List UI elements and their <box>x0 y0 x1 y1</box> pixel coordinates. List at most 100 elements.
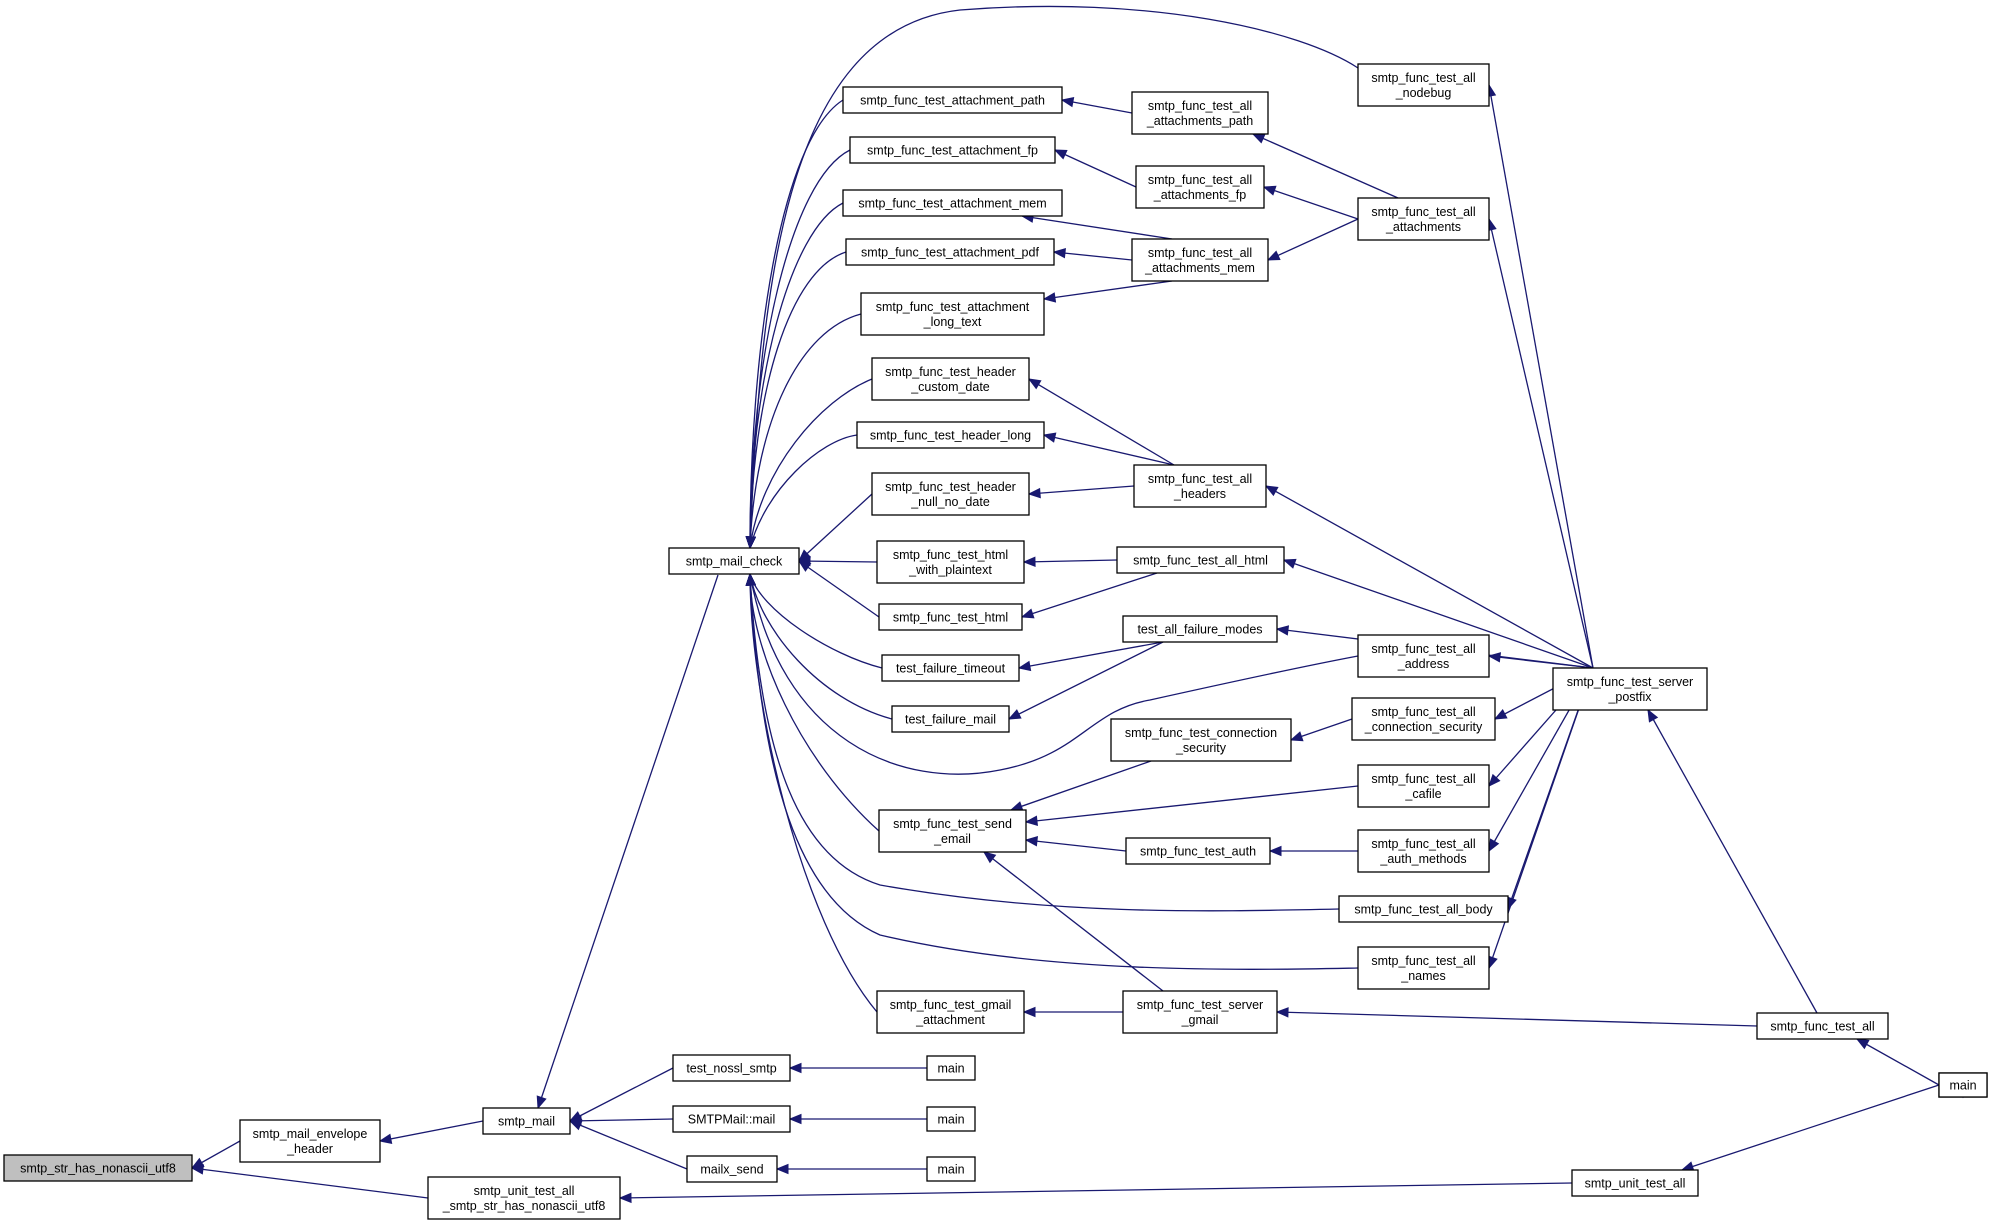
node-box <box>427 1176 621 1220</box>
node-gmail-att[interactable]: smtp_func_test_gmail_attachment <box>876 990 1025 1034</box>
node-send-email[interactable]: smtp_func_test_send_email <box>878 809 1027 853</box>
node-conn-sec[interactable]: smtp_func_test_connection_security <box>1110 718 1292 762</box>
edge-all_html-srv_postfix <box>1282 558 1594 669</box>
edge-line <box>798 560 880 618</box>
node-all-address[interactable]: smtp_func_test_all_address <box>1357 634 1490 678</box>
node-box <box>1357 634 1490 678</box>
node-att-long[interactable]: smtp_func_test_attachment_long_text <box>860 292 1045 336</box>
edge-check-send_email <box>745 572 880 832</box>
node-all-nodebug[interactable]: smtp_func_test_all_nodebug <box>1357 63 1490 107</box>
node-label: SMTPMail::mail <box>688 1113 776 1127</box>
edge-line <box>191 1167 429 1199</box>
node-label: _cafile <box>1404 787 1441 801</box>
node-att-mem[interactable]: smtp_func_test_attachment_mem <box>842 189 1063 217</box>
node-all-html[interactable]: smtp_func_test_all_html <box>1116 546 1285 574</box>
node-fail-timeout[interactable]: test_failure_timeout <box>881 654 1020 682</box>
node-mailx[interactable]: mailx_send <box>686 1155 778 1183</box>
node-all-att-mem[interactable]: smtp_func_test_all_attachments_mem <box>1131 238 1269 282</box>
node-box <box>482 1107 571 1135</box>
node-label: _attachments_fp <box>1153 188 1246 202</box>
edge-line <box>1054 149 1137 188</box>
node-box <box>876 540 1025 584</box>
node-unit-has[interactable]: smtp_unit_test_all_smtp_str_has_nonascii… <box>427 1176 621 1220</box>
node-check[interactable]: smtp_mail_check <box>668 547 800 575</box>
node-all-cafile[interactable]: smtp_func_test_all_cafile <box>1357 764 1490 808</box>
edge-line <box>749 573 1340 912</box>
edge-line <box>1856 1038 1940 1086</box>
node-auth[interactable]: smtp_func_test_auth <box>1125 837 1271 865</box>
node-label: _email <box>933 832 971 846</box>
node-main3[interactable]: main <box>926 1156 976 1182</box>
node-hdr-null[interactable]: smtp_func_test_header_null_no_date <box>871 472 1030 516</box>
node-box <box>860 292 1045 336</box>
node-all-auth[interactable]: smtp_func_test_all_auth_methods <box>1357 829 1490 873</box>
edge-arrowhead <box>568 1120 583 1131</box>
node-hdr-custom[interactable]: smtp_func_test_header_custom_date <box>871 357 1030 401</box>
node-all-att-fp[interactable]: smtp_func_test_all_attachments_fp <box>1135 165 1265 209</box>
node-label: smtp_func_test_attachment_fp <box>867 144 1038 158</box>
node-label: main <box>937 1062 964 1076</box>
edge-line <box>749 99 844 549</box>
edge-func_all-main4 <box>1855 1038 1940 1086</box>
node-all-body[interactable]: smtp_func_test_all_body <box>1338 895 1509 923</box>
node-label: smtp_mail_envelope <box>253 1127 368 1141</box>
node-label: smtp_func_test_attachment_pdf <box>861 246 1039 260</box>
node-label: _attachments_path <box>1146 114 1253 128</box>
node-label: test_failure_mail <box>905 713 996 727</box>
node-main1[interactable]: main <box>926 1055 976 1081</box>
node-root[interactable]: smtp_str_has_nonascii_utf8 <box>3 1154 193 1182</box>
edge-arrowhead <box>1022 1006 1036 1018</box>
node-all-names[interactable]: smtp_func_test_all_names <box>1357 946 1490 990</box>
node-box <box>1938 1072 1988 1098</box>
edge-srv_gmail-func_all <box>1275 1007 1758 1027</box>
node-all-conn-sec[interactable]: smtp_func_test_all_connection_security <box>1351 697 1496 741</box>
edge-line <box>1053 251 1133 261</box>
edge-all_atts-srv_postfix <box>1486 217 1594 669</box>
edge-arrowhead <box>1487 652 1502 663</box>
node-all-att-path[interactable]: smtp_func_test_all_attachments_path <box>1131 91 1269 135</box>
edge-hdr_long-all_headers <box>1042 432 1175 466</box>
node-box <box>842 189 1063 217</box>
edge-root-env <box>190 1140 241 1169</box>
node-label: smtp_func_test_header <box>885 480 1016 494</box>
node-main5[interactable]: main <box>1938 1072 1988 1098</box>
node-label: main <box>937 1113 964 1127</box>
node-all-headers[interactable]: smtp_func_test_all_headers <box>1133 464 1267 508</box>
node-box <box>1131 238 1269 282</box>
node-nossl[interactable]: test_nossl_smtp <box>672 1054 791 1082</box>
edge-all_headers-srv_postfix <box>1264 485 1594 669</box>
edge-line <box>749 378 873 549</box>
node-att-pdf[interactable]: smtp_func_test_attachment_pdf <box>845 238 1055 266</box>
node-srv-postfix[interactable]: smtp_func_test_server_postfix <box>1552 667 1708 711</box>
node-box <box>878 809 1027 853</box>
node-html[interactable]: smtp_func_test_html <box>878 603 1023 631</box>
node-srv-gmail[interactable]: smtp_func_test_server_gmail <box>1122 990 1278 1034</box>
node-all-fail[interactable]: test_all_failure_modes <box>1122 615 1278 643</box>
edge-arrowhead <box>1855 1038 1870 1050</box>
node-main2[interactable]: main <box>926 1106 976 1132</box>
node-html-plain[interactable]: smtp_func_test_html_with_plaintext <box>876 540 1025 584</box>
node-hdr-long[interactable]: smtp_func_test_header_long <box>856 421 1045 449</box>
node-label: smtp_func_test_all <box>1371 205 1475 219</box>
node-att-fp[interactable]: smtp_func_test_attachment_fp <box>849 136 1056 164</box>
node-env[interactable]: smtp_mail_envelope_header <box>239 1119 381 1163</box>
node-unit-all[interactable]: smtp_unit_test_all <box>1571 1169 1699 1197</box>
edge-env-mail <box>378 1120 484 1144</box>
node-box <box>239 1119 381 1163</box>
node-att-path[interactable]: smtp_func_test_attachment_path <box>842 86 1063 114</box>
node-label: smtp_func_test_all <box>1148 173 1252 187</box>
edge-line <box>749 251 847 549</box>
node-smtpmail[interactable]: SMTPMail::mail <box>672 1105 791 1133</box>
edge-line <box>1021 215 1173 240</box>
node-box <box>878 603 1023 631</box>
node-box <box>1131 91 1269 135</box>
node-all-atts[interactable]: smtp_func_test_all_attachments <box>1357 197 1490 241</box>
node-fail-mail[interactable]: test_failure_mail <box>891 705 1010 733</box>
node-label: _custom_date <box>910 380 990 394</box>
node-mail[interactable]: smtp_mail <box>482 1107 571 1135</box>
edge-line <box>537 574 719 1109</box>
node-box <box>926 1055 976 1081</box>
node-func-all[interactable]: smtp_func_test_all <box>1756 1012 1889 1040</box>
node-label: _names <box>1400 969 1445 983</box>
